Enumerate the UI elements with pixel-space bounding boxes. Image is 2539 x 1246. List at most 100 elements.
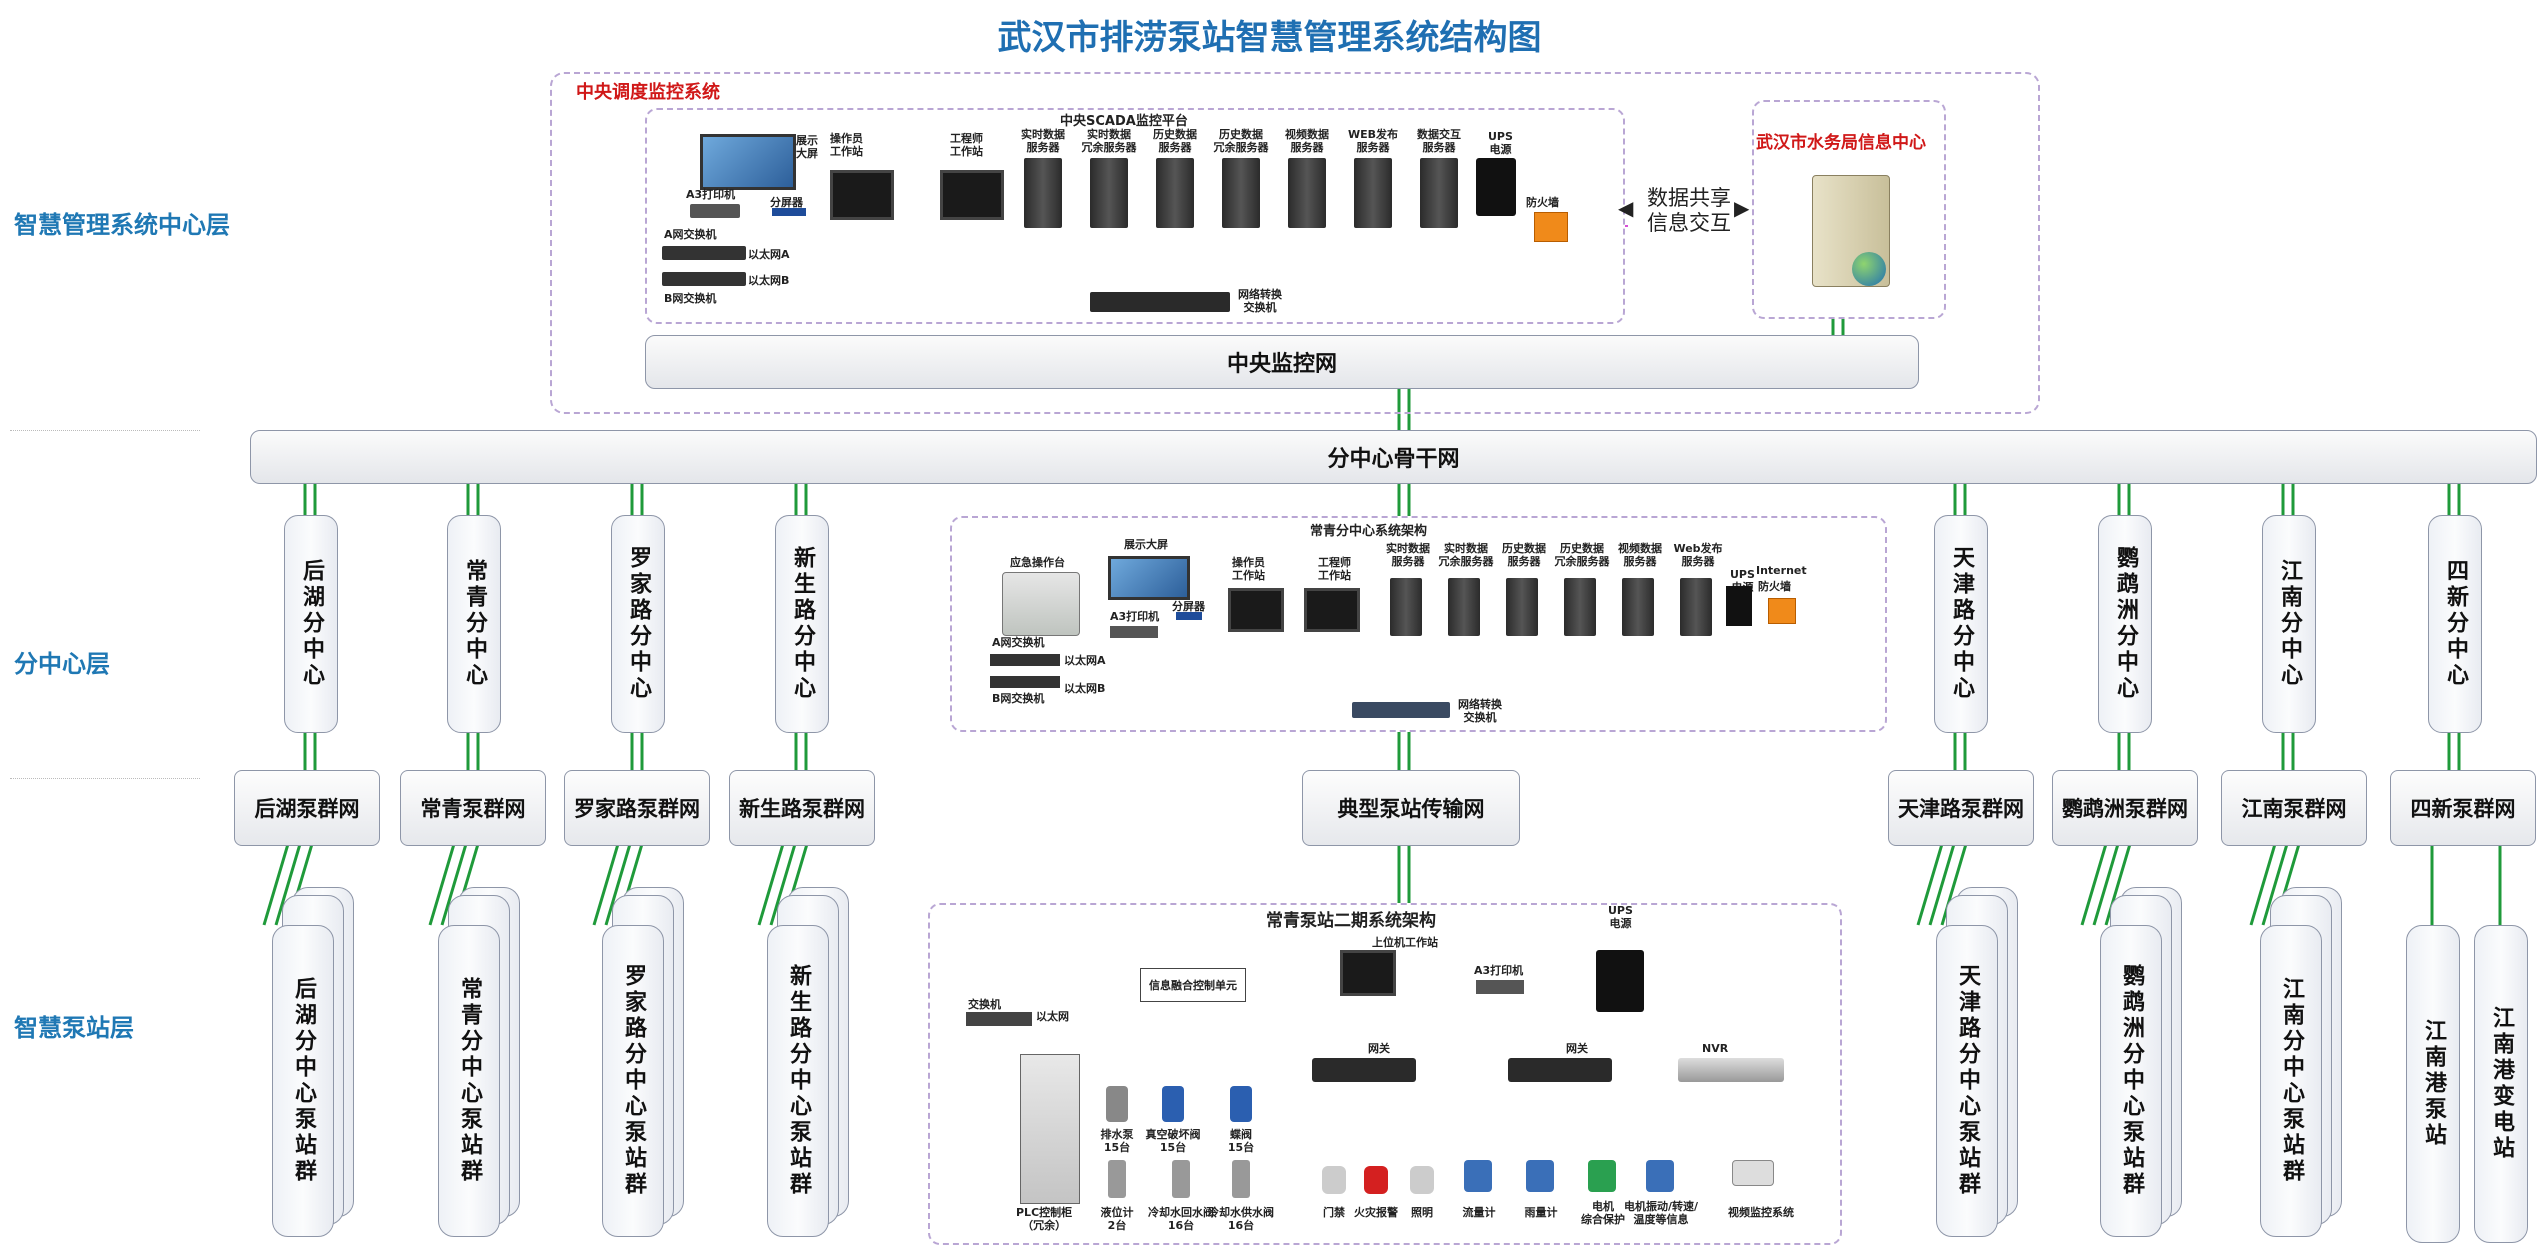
valve-icon [1162,1086,1184,1122]
station-group-left-label: 常青分中心泵站群 [457,977,482,1185]
printer-icon [690,204,740,218]
tc-server-icon [1564,578,1596,636]
water-info-center-label: 武汉市水务局信息中心 [1756,133,1926,153]
engineer-ws-icon [940,170,1004,220]
nvr-icon [1678,1058,1784,1082]
pump-network-left: 罗家路泵群网 [564,770,710,846]
gateway1-icon [1312,1058,1416,1082]
ts-printer-icon [1476,980,1524,994]
branch-center-right: 江南分中心 [2262,515,2316,733]
station-group-left: 罗家路分中心泵站群 [602,925,664,1237]
server-icon [1222,158,1260,228]
eth-b-label: 以太网B [748,274,790,287]
branch-center-right-label: 四新分中心 [2443,559,2468,689]
operator-ws-label: 操作员 工作站 [830,132,863,158]
ups-label: UPS 电源 [1488,130,1513,156]
arrow-right-icon: ▶ [1734,196,1750,220]
data-share-line2: 信息交互 [1647,211,1731,235]
branch-center-right: 鹦鹉洲分中心 [2098,515,2152,733]
tc-server-label: 视频数据 服务器 [1618,542,1662,568]
tc-display-icon [1108,556,1190,600]
switch-a-label: A网交换机 [664,228,717,241]
station-group-right-label: 江南分中心泵站群 [2279,977,2304,1185]
scada-platform-title: 中央SCADA监控平台 [1060,114,1188,129]
emergency-console-label: 应急操作台 [1010,556,1065,569]
net-switch-label: 网络转换 交换机 [1238,288,1282,314]
server-icon [1024,158,1062,228]
firewall-label: 防火墙 [1526,196,1559,209]
device-bottom-label: 冷却水供水阀 16台 [1208,1206,1274,1232]
server-label: 历史数据 冗余服务器 [1213,128,1269,154]
firewall-icon [1534,212,1568,242]
gw1-device-label: 照明 [1411,1206,1433,1219]
gw1-device-icon [1364,1166,1388,1194]
single-station: 江南港泵站 [2406,925,2460,1243]
tc-internet-label: Internet [1756,564,1807,577]
tc-operator-label: 操作员 工作站 [1232,556,1265,582]
arrow-left-icon: ◀ [1618,196,1634,220]
tc-firewall-icon [1768,598,1796,624]
tc-server-label: 历史数据 服务器 [1502,542,1546,568]
single-station-label: 江南港变电站 [2489,1006,2514,1162]
server-icon [1156,158,1194,228]
gw2-device-label: 电机振动/转速/ 温度等信息 [1623,1200,1699,1226]
valve-icon [1106,1086,1128,1122]
fusion-unit-label: 信息融合控制单元 [1149,978,1237,992]
gw1-device-icon [1410,1166,1434,1194]
host-ws-icon [1340,950,1396,996]
link-pumpnet-stations [440,843,468,926]
pump-network-left: 后湖泵群网 [234,770,380,846]
tc-operator-icon [1228,588,1284,632]
display-wall-label: 展示 大屏 [796,134,818,160]
plc-cabinet-icon [1020,1054,1080,1204]
gw1-device-icon [1322,1166,1346,1194]
tc-firewall-label: 防火墙 [1758,580,1791,593]
pump-network-right: 四新泵群网 [2390,770,2536,846]
tc-splitter-label: 分屏器 [1172,600,1205,613]
station-group-left: 常青分中心泵站群 [438,925,500,1237]
server-icon [1090,158,1128,228]
tc-splitter-icon [1176,612,1202,620]
gw2-device-label: 流量计 [1462,1206,1496,1219]
printer-label: A3打印机 [686,188,736,201]
display-wall-icon [700,134,796,190]
link-pumpnet-stations [2249,843,2277,926]
gw1-device-label: 门禁 [1323,1206,1345,1219]
gw2-device-label: 雨量计 [1524,1206,1558,1219]
branch-center-right-label: 江南分中心 [2277,559,2302,689]
station-group-left-label: 新生路分中心泵站群 [786,964,811,1198]
tc-switch-a-label: A网交换机 [992,636,1045,649]
gw2-device-label: 电机 综合保护 [1581,1200,1625,1226]
single-station: 江南港变电站 [2474,925,2528,1243]
gw2-device-icon [1646,1160,1674,1192]
ts-switch-icon [966,1012,1032,1026]
server-icon [1354,158,1392,228]
station-group-left-label: 后湖分中心泵站群 [291,977,316,1185]
tc-printer-icon [1110,626,1158,638]
tc-server-label: 实时数据 服务器 [1386,542,1430,568]
link-pumpnet-stations [428,843,456,926]
tc-server-label: 实时数据 冗余服务器 [1438,542,1494,568]
pump-network-left: 新生路泵群网 [729,770,875,846]
link-pumpnet-stations [592,843,620,926]
layer-separator-1 [10,430,200,431]
tc-server-icon [1390,578,1422,636]
gateway1-label: 网关 [1368,1042,1390,1055]
tc-display-label: 展示大屏 [1124,538,1168,551]
layer-label-center: 智慧管理系统中心层 [14,211,230,239]
branch-center-left-label: 常青分中心 [462,559,487,689]
link-pumpnet-stations [1928,843,1956,926]
branch-center-left-label: 后湖分中心 [299,559,324,689]
device-bottom-label: 冷却水回水阀 16台 [1148,1206,1214,1232]
branch-center-right-label: 鹦鹉洲分中心 [2113,546,2138,702]
station-group-left: 新生路分中心泵站群 [767,925,829,1237]
central-dispatch-title: 中央调度监控系统 [576,82,720,103]
link-pumpnet-stations [262,843,290,926]
server-label: 实时数据 服务器 [1021,128,1065,154]
tc-server-icon [1506,578,1538,636]
station-group-left: 后湖分中心泵站群 [272,925,334,1237]
station-group-right: 鹦鹉洲分中心泵站群 [2100,925,2162,1237]
link-pumpnet-stations [757,843,785,926]
device-bottom-label: 液位计 2台 [1100,1206,1134,1232]
gateway2-icon [1508,1058,1612,1082]
